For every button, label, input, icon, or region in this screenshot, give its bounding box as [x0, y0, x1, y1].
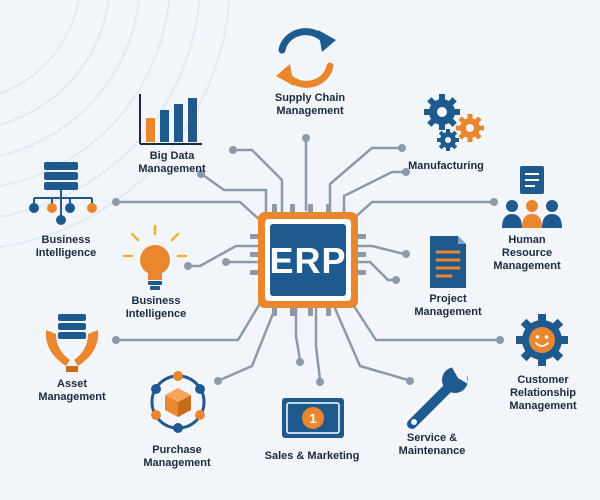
wire-end-dots — [112, 134, 504, 386]
wire-business-intel-2-a — [188, 244, 260, 268]
label-purchase: Purchase Management — [143, 444, 211, 469]
label-project: Project Management — [414, 293, 482, 318]
lightbulb-icon — [122, 224, 188, 290]
smiley-gear-icon — [516, 314, 568, 366]
sync-arrows-icon — [276, 28, 336, 88]
label-supply-chain: Supply Chain Management — [274, 92, 346, 117]
wire-business-intel-1 — [116, 200, 264, 224]
label-sales: Sales & Marketing — [264, 450, 360, 462]
cube-network-icon — [150, 371, 206, 433]
wrench-icon — [407, 364, 468, 429]
erp-label: ERP — [269, 240, 347, 281]
wire-service — [332, 304, 410, 382]
circuit-wires — [116, 138, 500, 382]
coin-label: 1 — [309, 411, 316, 426]
wire-crm — [348, 298, 500, 342]
label-human-resource: Human Resource Management — [493, 234, 561, 272]
wire-sales-a — [294, 306, 302, 362]
server-hierarchy-icon — [29, 162, 97, 225]
document-icon — [430, 236, 466, 288]
wire-manufacturing-a — [328, 146, 402, 214]
wire-manufacturing-b — [342, 170, 406, 214]
money-bill-icon: 1 — [282, 398, 344, 438]
wire-big-data-a — [233, 148, 284, 214]
wire-project-b — [350, 260, 396, 282]
wire-big-data-b — [201, 173, 268, 214]
wire-sales-b — [314, 306, 322, 382]
label-business-intelligence-1: Business Intelligence — [35, 234, 97, 259]
erp-chip — [250, 204, 366, 316]
wire-purchase — [218, 304, 278, 382]
label-business-intelligence-2: Business Intelligence — [125, 295, 187, 320]
wire-hr — [348, 200, 494, 224]
label-crm: Customer Relationship Management — [509, 374, 577, 412]
bar-chart-icon — [139, 94, 202, 145]
hands-server-icon — [45, 314, 99, 372]
label-asset: Asset Management — [38, 378, 106, 403]
people-org-icon — [502, 166, 562, 228]
gears-icon — [424, 94, 484, 151]
label-manufacturing: Manufacturing — [408, 160, 484, 172]
wire-project-a — [350, 244, 406, 256]
label-service: Service & Maintenance — [398, 432, 466, 457]
wire-asset — [116, 298, 264, 342]
label-big-data: Big Data Management — [138, 150, 206, 175]
